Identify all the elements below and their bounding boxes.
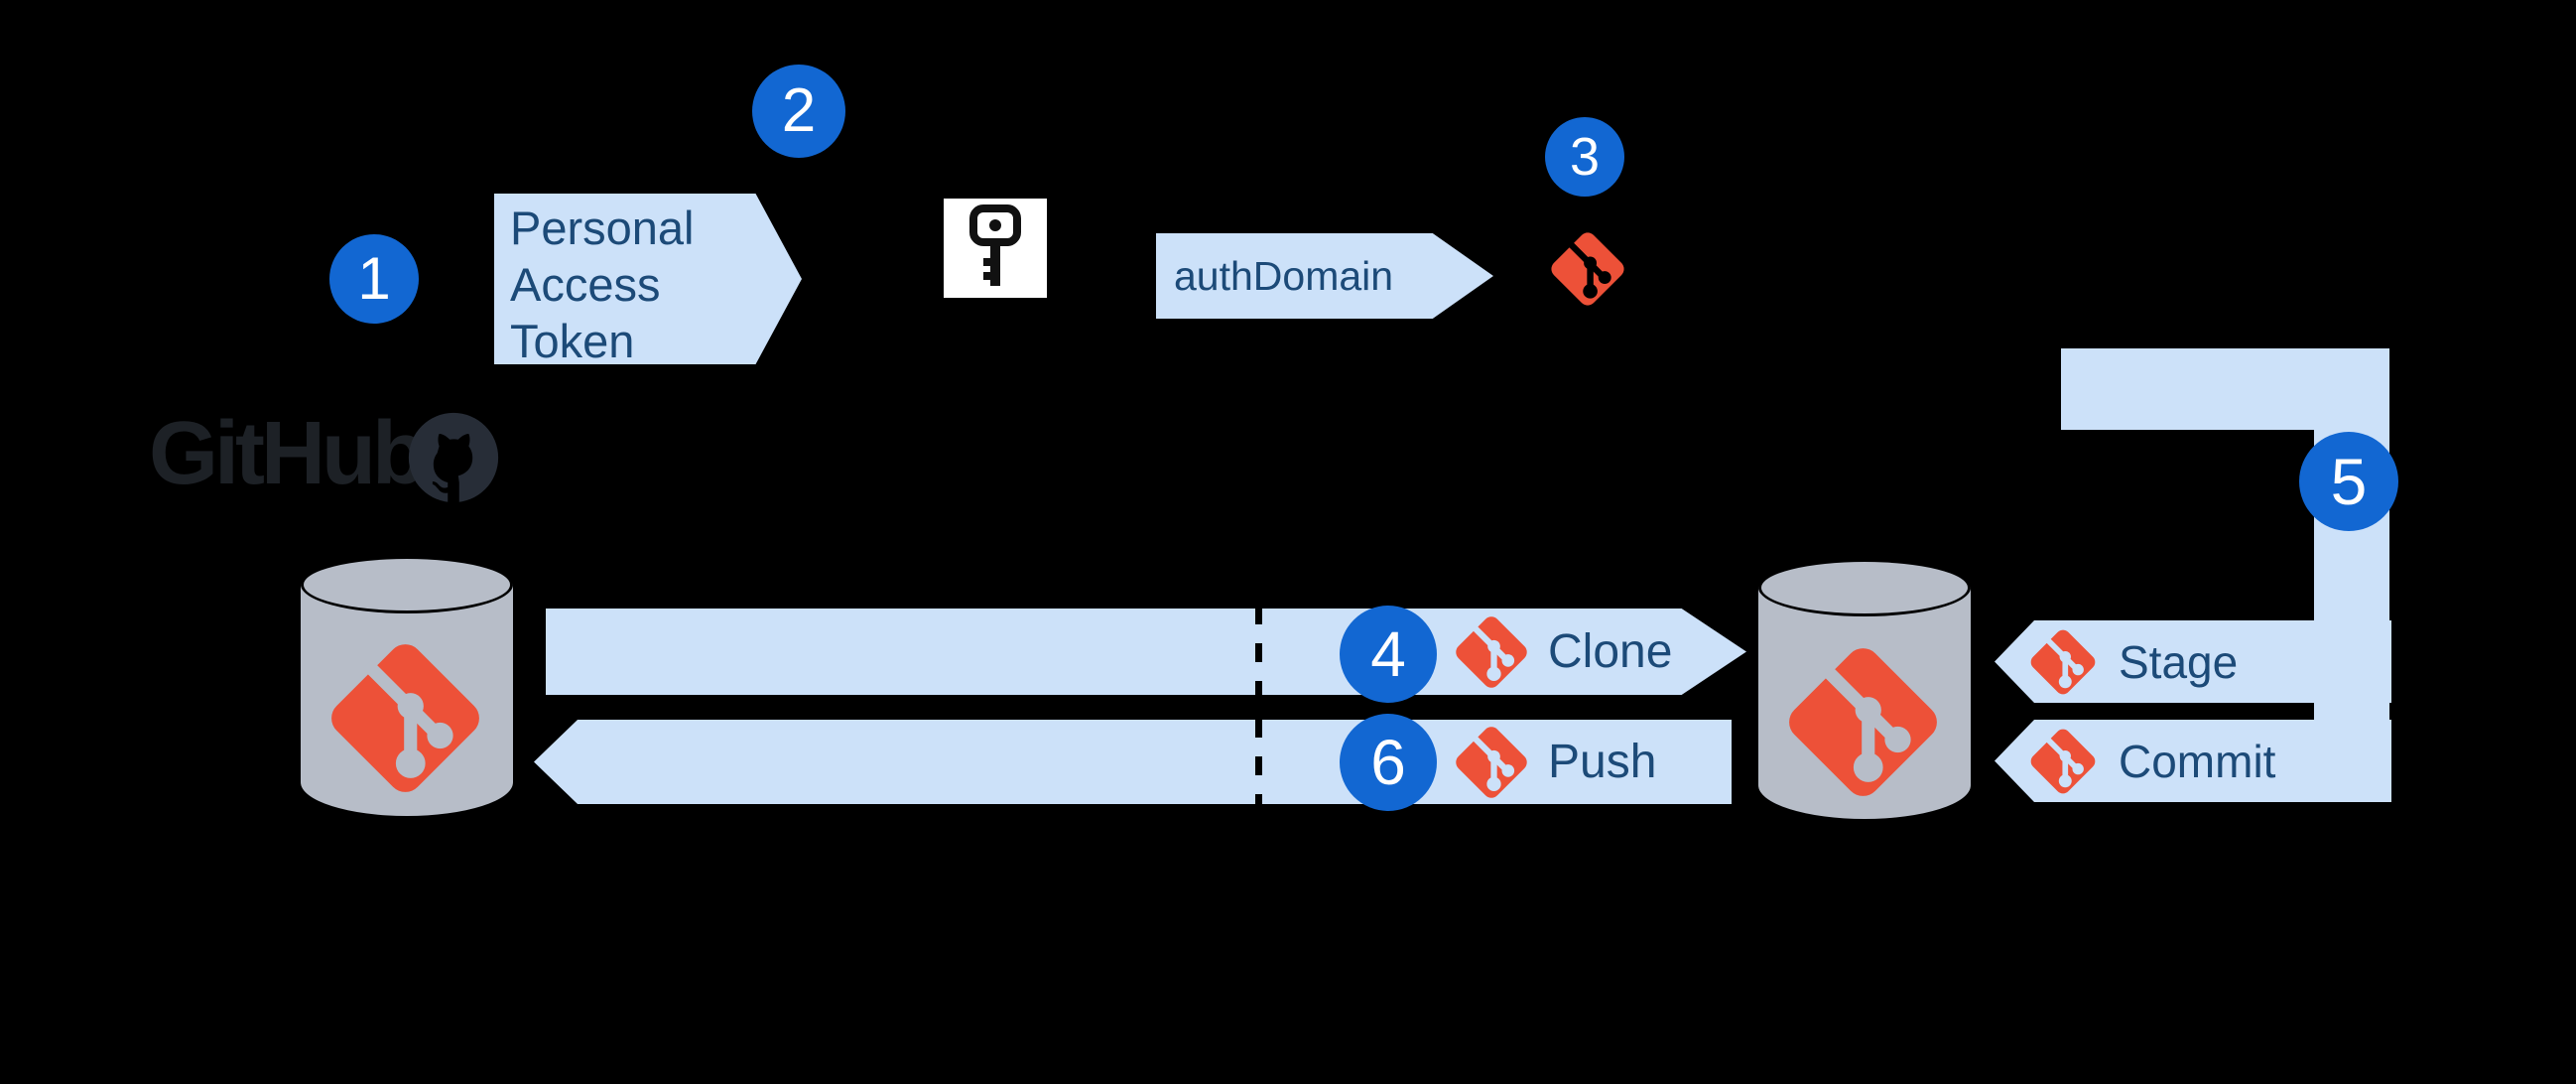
step-badge-3: 3 bbox=[1545, 117, 1624, 197]
arrow-shape bbox=[1156, 233, 1493, 319]
arrow-shape bbox=[546, 609, 1746, 695]
step-badge-5: 5 bbox=[2299, 432, 2398, 531]
stage-label: Stage bbox=[2119, 635, 2239, 688]
git-icon bbox=[1776, 635, 1950, 809]
commit-arrow: Commit bbox=[1995, 720, 2391, 802]
remote-repo-database bbox=[301, 556, 513, 816]
local-repo-database bbox=[1758, 559, 1971, 819]
push-arrow: Push bbox=[534, 720, 1732, 804]
boundary-dashed-line bbox=[1255, 606, 1262, 812]
clone-arrow: Clone bbox=[546, 609, 1746, 695]
database-cylinder-top bbox=[301, 556, 513, 613]
git-icon bbox=[319, 631, 492, 805]
git-icon bbox=[2025, 724, 2101, 799]
git-icon bbox=[1545, 226, 1630, 312]
database-cylinder-top bbox=[1758, 559, 1971, 616]
arrow-shape bbox=[494, 194, 802, 364]
arrow-shape bbox=[534, 720, 1732, 804]
github-wordmark: GitHub bbox=[149, 404, 427, 503]
personal-access-token-arrow: Personal Access Token bbox=[494, 194, 802, 367]
stage-arrow: Stage bbox=[1995, 620, 2391, 703]
key-icon bbox=[944, 199, 1047, 298]
git-icon bbox=[1450, 610, 1533, 694]
auth-domain-label: authDomain bbox=[1174, 252, 1394, 299]
commit-label: Commit bbox=[2119, 735, 2276, 787]
step-badge-4: 4 bbox=[1340, 606, 1437, 703]
personal-access-token-label: Personal Access Token bbox=[510, 202, 695, 367]
push-label: Push bbox=[1548, 736, 1657, 788]
step-badge-6: 6 bbox=[1340, 714, 1437, 811]
step-badge-1: 1 bbox=[329, 234, 419, 324]
step-badge-2: 2 bbox=[752, 65, 845, 158]
clone-label: Clone bbox=[1548, 625, 1673, 678]
git-icon bbox=[1450, 721, 1533, 804]
git-icon bbox=[2025, 624, 2101, 700]
auth-domain-arrow: authDomain bbox=[1156, 233, 1493, 319]
octocat-icon bbox=[406, 410, 501, 505]
